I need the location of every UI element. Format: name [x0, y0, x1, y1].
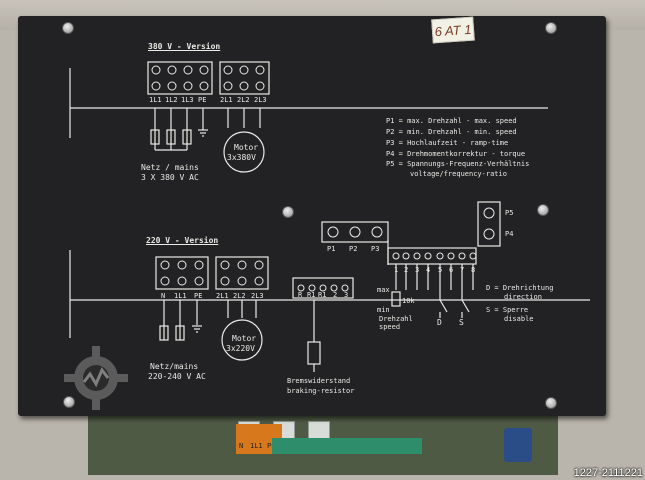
v220-term-n: N [161, 292, 166, 300]
front-panel [18, 16, 606, 416]
speed-max-label: max [377, 286, 390, 294]
pot-label-p5: P5 [505, 209, 514, 217]
ctrl-term-5: 5 [438, 266, 443, 274]
legend-p5-en: voltage/frequency-ratio [410, 170, 507, 178]
d-description: D = Drehrichtung [486, 284, 554, 292]
v380-term-2l3: 2L3 [254, 96, 267, 104]
ctrl-term-7: 7 [460, 266, 465, 274]
brake-term-3: R1 [318, 291, 327, 299]
watermark-gear-icon [64, 346, 128, 410]
v220-term-pe: PE [194, 292, 203, 300]
brake-term-5: 3 [344, 291, 349, 299]
ctrl-term-3: 3 [415, 266, 420, 274]
switch-d-label: D [437, 318, 442, 327]
brake-resistor-label-en: braking-resistor [287, 387, 355, 395]
ctrl-term-1: 1 [394, 266, 399, 274]
screw-icon [282, 206, 294, 218]
v220-mains-voltage: 220-240 V AC [148, 372, 206, 381]
screw-icon [537, 204, 549, 216]
listing-id-tag: 1227-2111221 [573, 467, 643, 479]
inventory-sticker: 6 AT 1 [431, 16, 475, 44]
legend-p1: P1 = max. Drehzahl - max. speed [386, 117, 517, 125]
switch-s-label: S [459, 318, 464, 327]
pot-label-p2: P2 [349, 245, 358, 253]
legend-p2: P2 = min. Drehzahl - min. speed [386, 128, 517, 136]
v220-motor-voltage: 3x220V [226, 344, 255, 353]
v220-term-2l1: 2L1 [216, 292, 229, 300]
green-terminal-strip [272, 438, 422, 454]
pot-label-p1: P1 [327, 245, 336, 253]
speed-pot-value: 10k [402, 297, 415, 305]
v380-motor-label: Motor [234, 143, 259, 152]
v380-mains-voltage: 3 X 380 V AC [141, 173, 199, 182]
pot-label-p4: P4 [505, 230, 514, 238]
speed-label-en: speed [379, 323, 401, 331]
speed-min-label: min [377, 306, 390, 314]
ctrl-term-2: 2 [404, 266, 409, 274]
v380-term-1l3: 1L3 [181, 96, 194, 104]
v380-mains-label: Netz / mains [141, 163, 199, 172]
v380-title: 380 V - Version [148, 42, 221, 51]
v220-mains-label: Netz/mains [150, 362, 199, 371]
v380-motor-voltage: 3x380V [227, 153, 256, 162]
v220-term-1l1: 1L1 [174, 292, 187, 300]
v380-term-1l1: 1L1 [149, 96, 162, 104]
legend-p5: P5 = Spannungs-Frequenz-Verhältnis [386, 160, 530, 168]
v380-term-2l2: 2L2 [237, 96, 250, 104]
v380-term-2l1: 2L1 [220, 96, 233, 104]
v380-term-pe: PE [198, 96, 207, 104]
v380-term-1l2: 1L2 [165, 96, 178, 104]
screw-icon [545, 22, 557, 34]
screw-icon [63, 396, 75, 408]
brake-term-1: R [298, 291, 303, 299]
d-description-en: direction [504, 293, 542, 301]
screw-icon [545, 397, 557, 409]
brake-term-2: R1 [307, 291, 316, 299]
brake-resistor-label: Bremswiderstand [287, 377, 351, 385]
legend-p3: P3 = Hochlaufzeit - ramp-time [386, 139, 509, 147]
v220-term-2l3: 2L3 [251, 292, 264, 300]
v220-title: 220 V - Version [146, 236, 219, 245]
board-label-l1: 1L1 [250, 442, 263, 450]
s-description: S = Sperre [486, 306, 529, 314]
board-label-n: N [239, 442, 244, 450]
brake-term-4: 2 [333, 291, 338, 299]
v220-term-2l2: 2L2 [233, 292, 246, 300]
speed-label: Drehzahl [379, 315, 413, 323]
legend-p4: P4 = Drehmomentkorrektur - torque [386, 150, 526, 158]
s-description-en: disable [504, 315, 534, 323]
ctrl-term-8: 8 [471, 266, 476, 274]
ctrl-term-4: 4 [426, 266, 431, 274]
board-label-pe: PE [267, 442, 275, 450]
pot-label-p3: P3 [371, 245, 380, 253]
screw-icon [62, 22, 74, 34]
v220-motor-label: Motor [232, 334, 257, 343]
capacitor [504, 428, 532, 462]
ctrl-term-6: 6 [449, 266, 454, 274]
